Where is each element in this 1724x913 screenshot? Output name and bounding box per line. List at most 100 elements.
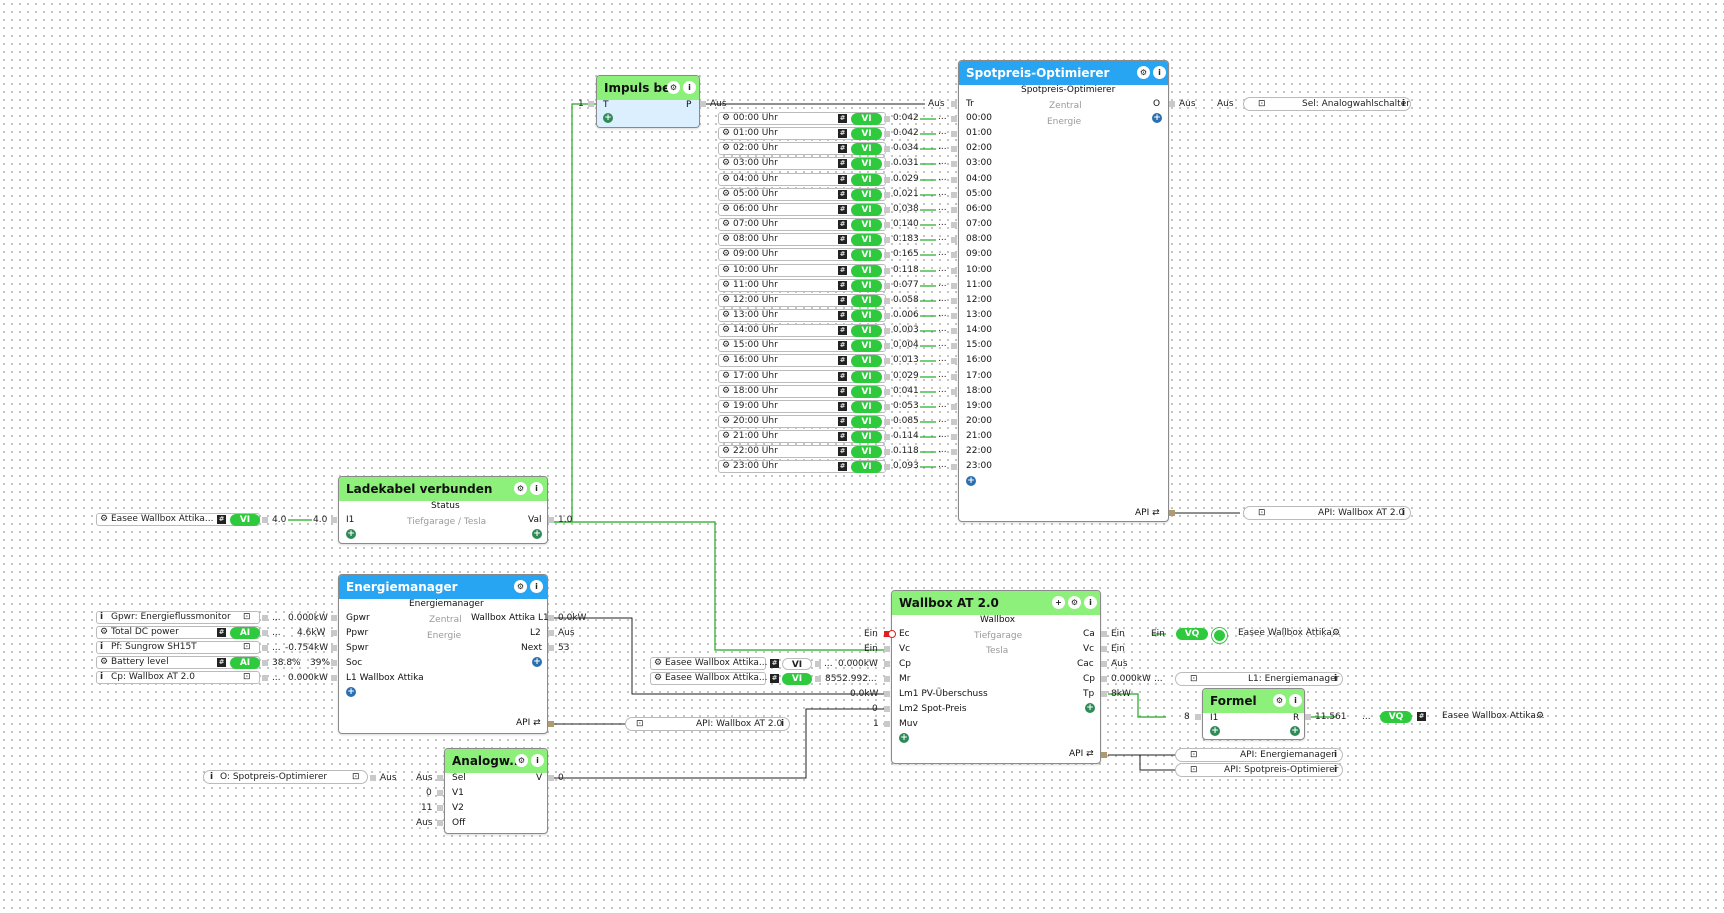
- wallbox-tp-port[interactable]: [1101, 691, 1107, 697]
- gear-icon[interactable]: ⚙: [722, 113, 731, 123]
- hour-source-port[interactable]: [884, 161, 890, 167]
- gear-icon[interactable]: ⚙: [722, 371, 731, 381]
- spot-hour-port[interactable]: [951, 374, 957, 380]
- hour-source-port[interactable]: [884, 192, 890, 198]
- gear-icon[interactable]: ⚙: [722, 401, 731, 411]
- energie-api-ref-node[interactable]: ⊡ API: Wallbox AT 2.0 i: [625, 717, 790, 731]
- gear-icon[interactable]: ⚙: [722, 234, 731, 244]
- spot-hour-port[interactable]: [951, 222, 957, 228]
- impuls-out-port[interactable]: [700, 101, 706, 107]
- hour-source-port[interactable]: [884, 434, 890, 440]
- wallbox-api-port[interactable]: [1101, 752, 1107, 758]
- toggle-icon[interactable]: [1212, 628, 1227, 643]
- energie-spwr-src-port[interactable]: [262, 645, 268, 651]
- info-icon[interactable]: i: [1084, 596, 1097, 609]
- spot-hour-port[interactable]: [951, 434, 957, 440]
- energie-out-l2-port[interactable]: [548, 630, 554, 636]
- gear-icon[interactable]: ⚙: [722, 310, 731, 320]
- wallbox-lm1-port[interactable]: [884, 691, 890, 697]
- hour-source-port[interactable]: [884, 116, 890, 122]
- hour-source-port[interactable]: [884, 343, 890, 349]
- spot-api-ref-node[interactable]: ⊡ API: Wallbox AT 2.0 i: [1243, 506, 1411, 520]
- spot-hour-port[interactable]: [951, 177, 957, 183]
- info-icon[interactable]: i: [100, 612, 104, 622]
- info-icon[interactable]: i: [210, 772, 214, 782]
- add-input-icon[interactable]: +: [899, 733, 909, 743]
- wallbox-cp-src-port[interactable]: [815, 661, 821, 667]
- energie-out-l1-port[interactable]: [548, 615, 554, 621]
- info-icon[interactable]: i: [1153, 66, 1166, 79]
- hour-source-port[interactable]: [884, 283, 890, 289]
- gear-icon[interactable]: ⚙: [1332, 628, 1341, 638]
- gear-icon[interactable]: ⚙: [654, 658, 663, 668]
- wallbox-api-ref2[interactable]: ⊡ API: Spotpreis-Optimierer i: [1175, 763, 1343, 777]
- gear-icon[interactable]: ⚙: [722, 355, 731, 365]
- energie-block[interactable]: Energiemanager ⚙ i Energiemanager Zentra…: [338, 574, 549, 734]
- energie-l1-port[interactable]: [331, 675, 337, 681]
- gear-icon[interactable]: ⚙: [100, 627, 109, 637]
- add-output-icon[interactable]: +: [1085, 703, 1095, 713]
- wallbox-api-ref1[interactable]: ⊡ API: Energiemanager i: [1175, 748, 1343, 762]
- formel-out-port[interactable]: [1305, 714, 1311, 720]
- analog-sel-port[interactable]: [437, 775, 443, 781]
- wallbox-cp-out-port[interactable]: [1101, 676, 1107, 682]
- impuls-block[interactable]: Impuls bei ⚙ i T P +: [596, 75, 700, 128]
- lade-out-port[interactable]: [548, 517, 554, 523]
- spot-hour-port[interactable]: [951, 252, 957, 258]
- spot-hour-port[interactable]: [951, 161, 957, 167]
- gear-icon[interactable]: ⚙: [1536, 711, 1545, 721]
- gear-icon[interactable]: ⚙: [722, 340, 731, 350]
- wallbox-ca-target[interactable]: Easee Wallbox Attika... ⚙: [1226, 627, 1344, 641]
- gear-icon[interactable]: ⚙: [722, 219, 731, 229]
- spot-hour-port[interactable]: [951, 313, 957, 319]
- wallbox-lm2-port[interactable]: [884, 706, 890, 712]
- analog-source-node[interactable]: i O: Spotpreis-Optimierer ⊡: [203, 770, 368, 784]
- wallbox-ca-port[interactable]: [1101, 631, 1107, 637]
- spot-hour-port[interactable]: [951, 464, 957, 470]
- gear-icon[interactable]: ⚙: [515, 754, 528, 767]
- gear-icon[interactable]: ⚙: [514, 482, 527, 495]
- lade-block[interactable]: Ladekabel verbunden ⚙ i Status Tiefgarag…: [338, 476, 548, 544]
- gear-icon[interactable]: ⚙: [722, 431, 731, 441]
- spot-o-port[interactable]: [1169, 101, 1175, 107]
- add-output-icon[interactable]: +: [532, 657, 542, 667]
- wallbox-cac-port[interactable]: [1101, 661, 1107, 667]
- hour-source-port[interactable]: [884, 298, 890, 304]
- wallbox-mr-port[interactable]: [884, 676, 890, 682]
- spot-hour-port[interactable]: [951, 343, 957, 349]
- gear-icon[interactable]: ⚙: [1068, 596, 1081, 609]
- info-icon[interactable]: i: [531, 754, 544, 767]
- spot-hour-port[interactable]: [951, 192, 957, 198]
- add-input-icon[interactable]: +: [346, 687, 356, 697]
- sel-ref-node[interactable]: ⊡ Sel: Analogwahlschalter i: [1243, 97, 1411, 111]
- info-icon[interactable]: i: [100, 642, 104, 652]
- wallbox-cp-target[interactable]: ⊡ L1: Energiemanager i: [1175, 672, 1343, 686]
- hour-source-port[interactable]: [884, 252, 890, 258]
- gear-icon[interactable]: ⚙: [654, 673, 663, 683]
- hour-source-port[interactable]: [884, 374, 890, 380]
- gear-icon[interactable]: ⚙: [1273, 694, 1286, 707]
- formel-block[interactable]: Formel ⚙ i I1 R + +: [1202, 688, 1305, 740]
- spot-hour-port[interactable]: [951, 146, 957, 152]
- hour-source-port[interactable]: [884, 389, 890, 395]
- energie-spwr-port[interactable]: [331, 645, 337, 651]
- spot-tr-port[interactable]: [951, 101, 957, 107]
- gear-icon[interactable]: ⚙: [722, 446, 731, 456]
- spot-hour-port[interactable]: [951, 298, 957, 304]
- gear-icon[interactable]: ⚙: [722, 280, 731, 290]
- lade-in-port[interactable]: [331, 517, 337, 523]
- spot-hour-port[interactable]: [951, 237, 957, 243]
- spot-hour-port[interactable]: [951, 404, 957, 410]
- hour-source-port[interactable]: [884, 146, 890, 152]
- gear-icon[interactable]: ⚙: [100, 514, 109, 524]
- energie-ppwr-port[interactable]: [331, 630, 337, 636]
- energie-out-next-port[interactable]: [548, 645, 554, 651]
- hour-source-port[interactable]: [884, 268, 890, 274]
- gear-icon[interactable]: ⚙: [722, 128, 731, 138]
- spot-hour-port[interactable]: [951, 131, 957, 137]
- add-output-icon[interactable]: +: [1152, 113, 1162, 123]
- gear-icon[interactable]: ⚙: [722, 325, 731, 335]
- gear-icon[interactable]: ⚙: [722, 158, 731, 168]
- hour-source-port[interactable]: [884, 464, 890, 470]
- gear-icon[interactable]: ⚙: [722, 265, 731, 275]
